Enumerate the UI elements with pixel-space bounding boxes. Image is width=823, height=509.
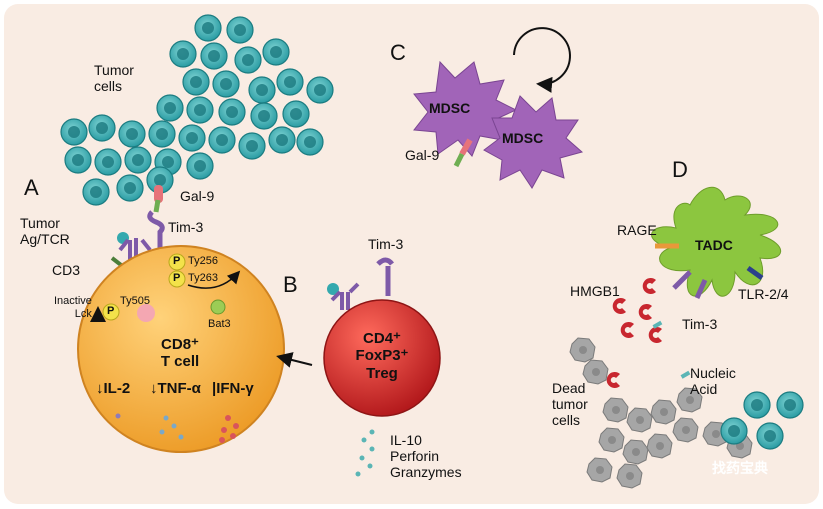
tumor-cell (88, 114, 116, 142)
tumor-cell (268, 126, 296, 154)
tumor-cell (250, 102, 278, 130)
phospho-p1: P (173, 255, 181, 267)
tumor-cell (306, 76, 334, 104)
phospho-p2: P (173, 272, 181, 284)
tim3-label-a: Tim-3 (168, 219, 204, 235)
phospho-p3: P (107, 305, 115, 317)
ifng-label: |IFN-γ (212, 380, 254, 397)
tumor-cell (64, 146, 92, 174)
tumor-cell (186, 152, 214, 180)
tumor-cell (169, 40, 197, 68)
tim3-label-b: Tim-3 (368, 236, 404, 252)
gal9-tim3-a (147, 185, 165, 262)
il2-label: ↓IL-2 (96, 380, 131, 397)
tumor-cell (218, 98, 246, 126)
tadc-label: TADC (695, 237, 733, 253)
tumor-cell (118, 120, 146, 148)
hmgb1-label: HMGB1 (570, 283, 620, 299)
tumor-cell (82, 178, 110, 206)
tumor-cell (182, 68, 210, 96)
cd8-t-cell (77, 245, 285, 453)
watermark-text: 找药宝典 (712, 460, 768, 476)
tumor-cell (226, 16, 254, 44)
tumor-cell (148, 120, 176, 148)
tlr-label: TLR-2/4 (738, 286, 789, 302)
treg-receptors (327, 257, 394, 310)
secreted-cytokines (115, 413, 239, 443)
ty263-label: Ty263 (188, 272, 218, 284)
tumor-cell (186, 96, 214, 124)
tim3-label-d: Tim-3 (682, 316, 718, 332)
mdsc-label-2: MDSC (502, 130, 544, 146)
tadc-cell (651, 187, 782, 300)
tumor-cell (200, 42, 228, 70)
tumor-cell (234, 46, 262, 74)
panel-d-label: D (672, 157, 688, 182)
bat3-label: Bat3 (208, 318, 231, 330)
gal9-label-c: Gal-9 (405, 147, 440, 163)
treg-secretions (355, 429, 375, 477)
tumor-cell (296, 128, 324, 156)
panel-c-label: C (390, 40, 406, 65)
ty505-label: Ty505 (120, 295, 150, 307)
dead-tumor-cell (626, 407, 653, 433)
dead-tumor-cell (602, 397, 629, 423)
nucleic-acid-markers (652, 320, 691, 379)
tumor-cell (743, 391, 771, 419)
dead-tumor-cell (622, 439, 649, 465)
tumor-cell (208, 126, 236, 154)
panel-b-label: B (283, 272, 298, 297)
tumor-cell (776, 391, 804, 419)
tumor-cell (756, 422, 784, 450)
ty256-label: Ty256 (188, 255, 218, 267)
tumor-cell (60, 118, 88, 146)
tumor-cell (238, 132, 266, 160)
tumor-cell (94, 148, 122, 176)
cd3-label: CD3 (52, 262, 81, 278)
tnfa-label: ↓TNF-α (150, 380, 201, 397)
tumor-cell (248, 76, 276, 104)
dead-tumor-cell (586, 457, 613, 483)
gal9-label-a: Gal-9 (180, 188, 215, 204)
dead-tumor-cell (646, 433, 673, 459)
dead-tumor-cell (616, 463, 643, 489)
rage-label: RAGE (617, 222, 657, 238)
tumor-cell (194, 14, 222, 42)
panel-a-label: A (24, 175, 39, 200)
tumor-cell (178, 124, 206, 152)
cd8-t-cell-label: CD8⁺T cell (160, 336, 200, 371)
dead-tumor-cell (569, 337, 596, 363)
tumor-cell (212, 70, 240, 98)
treg-label: CD4⁺FoxP3⁺Treg (355, 330, 409, 382)
treg-suppression-arrow (276, 352, 313, 368)
tumor-cell (276, 68, 304, 96)
dead-tumor-cell (672, 417, 699, 443)
mdsc-cells (413, 27, 584, 189)
dead-tumor-cell (650, 399, 677, 425)
tumor-cell (282, 100, 310, 128)
tumor-cell (156, 94, 184, 122)
dead-tumor-cell (598, 427, 625, 453)
tumor-cell (116, 174, 144, 202)
tumor-cell (262, 38, 290, 66)
tumor-cell (720, 417, 748, 445)
phospho-markers (90, 253, 241, 322)
treg-cell (323, 299, 441, 417)
tumor-cell (124, 146, 152, 174)
mdsc-label-1: MDSC (429, 100, 471, 116)
